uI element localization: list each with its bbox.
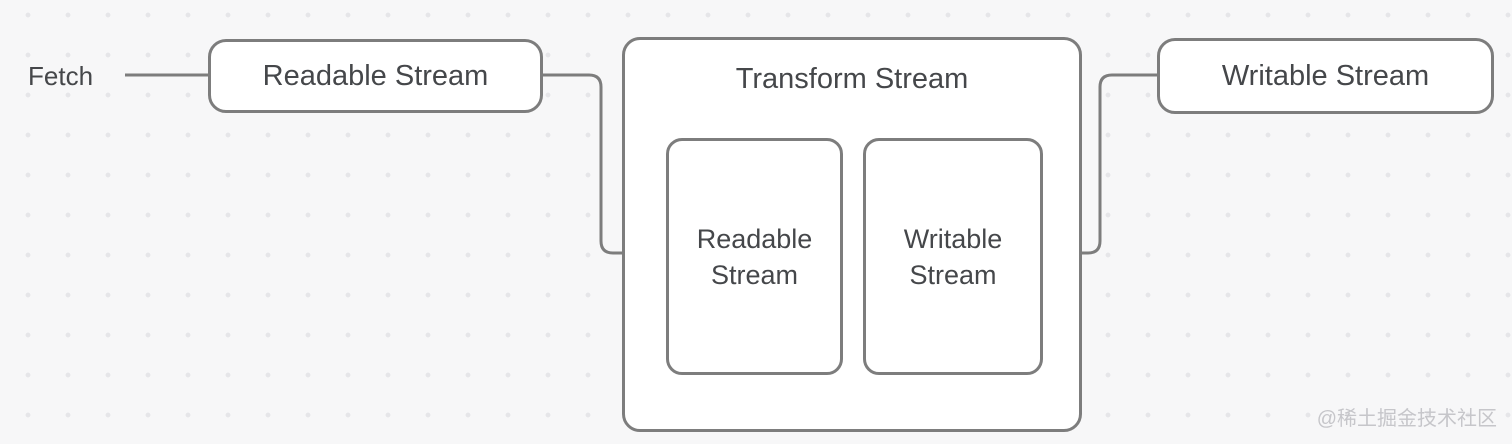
- transform-to-writable-connector: [1040, 73, 1157, 255]
- transform-inner-readable-node: Readable Stream: [666, 138, 843, 375]
- transform-inner-writable-label: Writable Stream: [903, 223, 1003, 290]
- readable-to-transform-connector: [543, 73, 663, 255]
- transform-stream-node: Transform Stream Readable Stream Writabl…: [622, 37, 1082, 432]
- transform-inner-readable-label: Readable Stream: [696, 223, 813, 290]
- writable-stream-node: Writable Stream: [1157, 38, 1494, 114]
- watermark-text: @稀土掘金技术社区: [1316, 408, 1497, 430]
- readable-stream-node: Readable Stream: [208, 39, 543, 113]
- transform-inner-writable-node: Writable Stream: [863, 138, 1043, 375]
- transform-stream-label: Transform Stream: [735, 63, 969, 95]
- fetch-label: Fetch: [28, 61, 94, 91]
- writable-stream-label: Writable Stream: [1221, 59, 1430, 92]
- readable-stream-label: Readable Stream: [262, 59, 489, 92]
